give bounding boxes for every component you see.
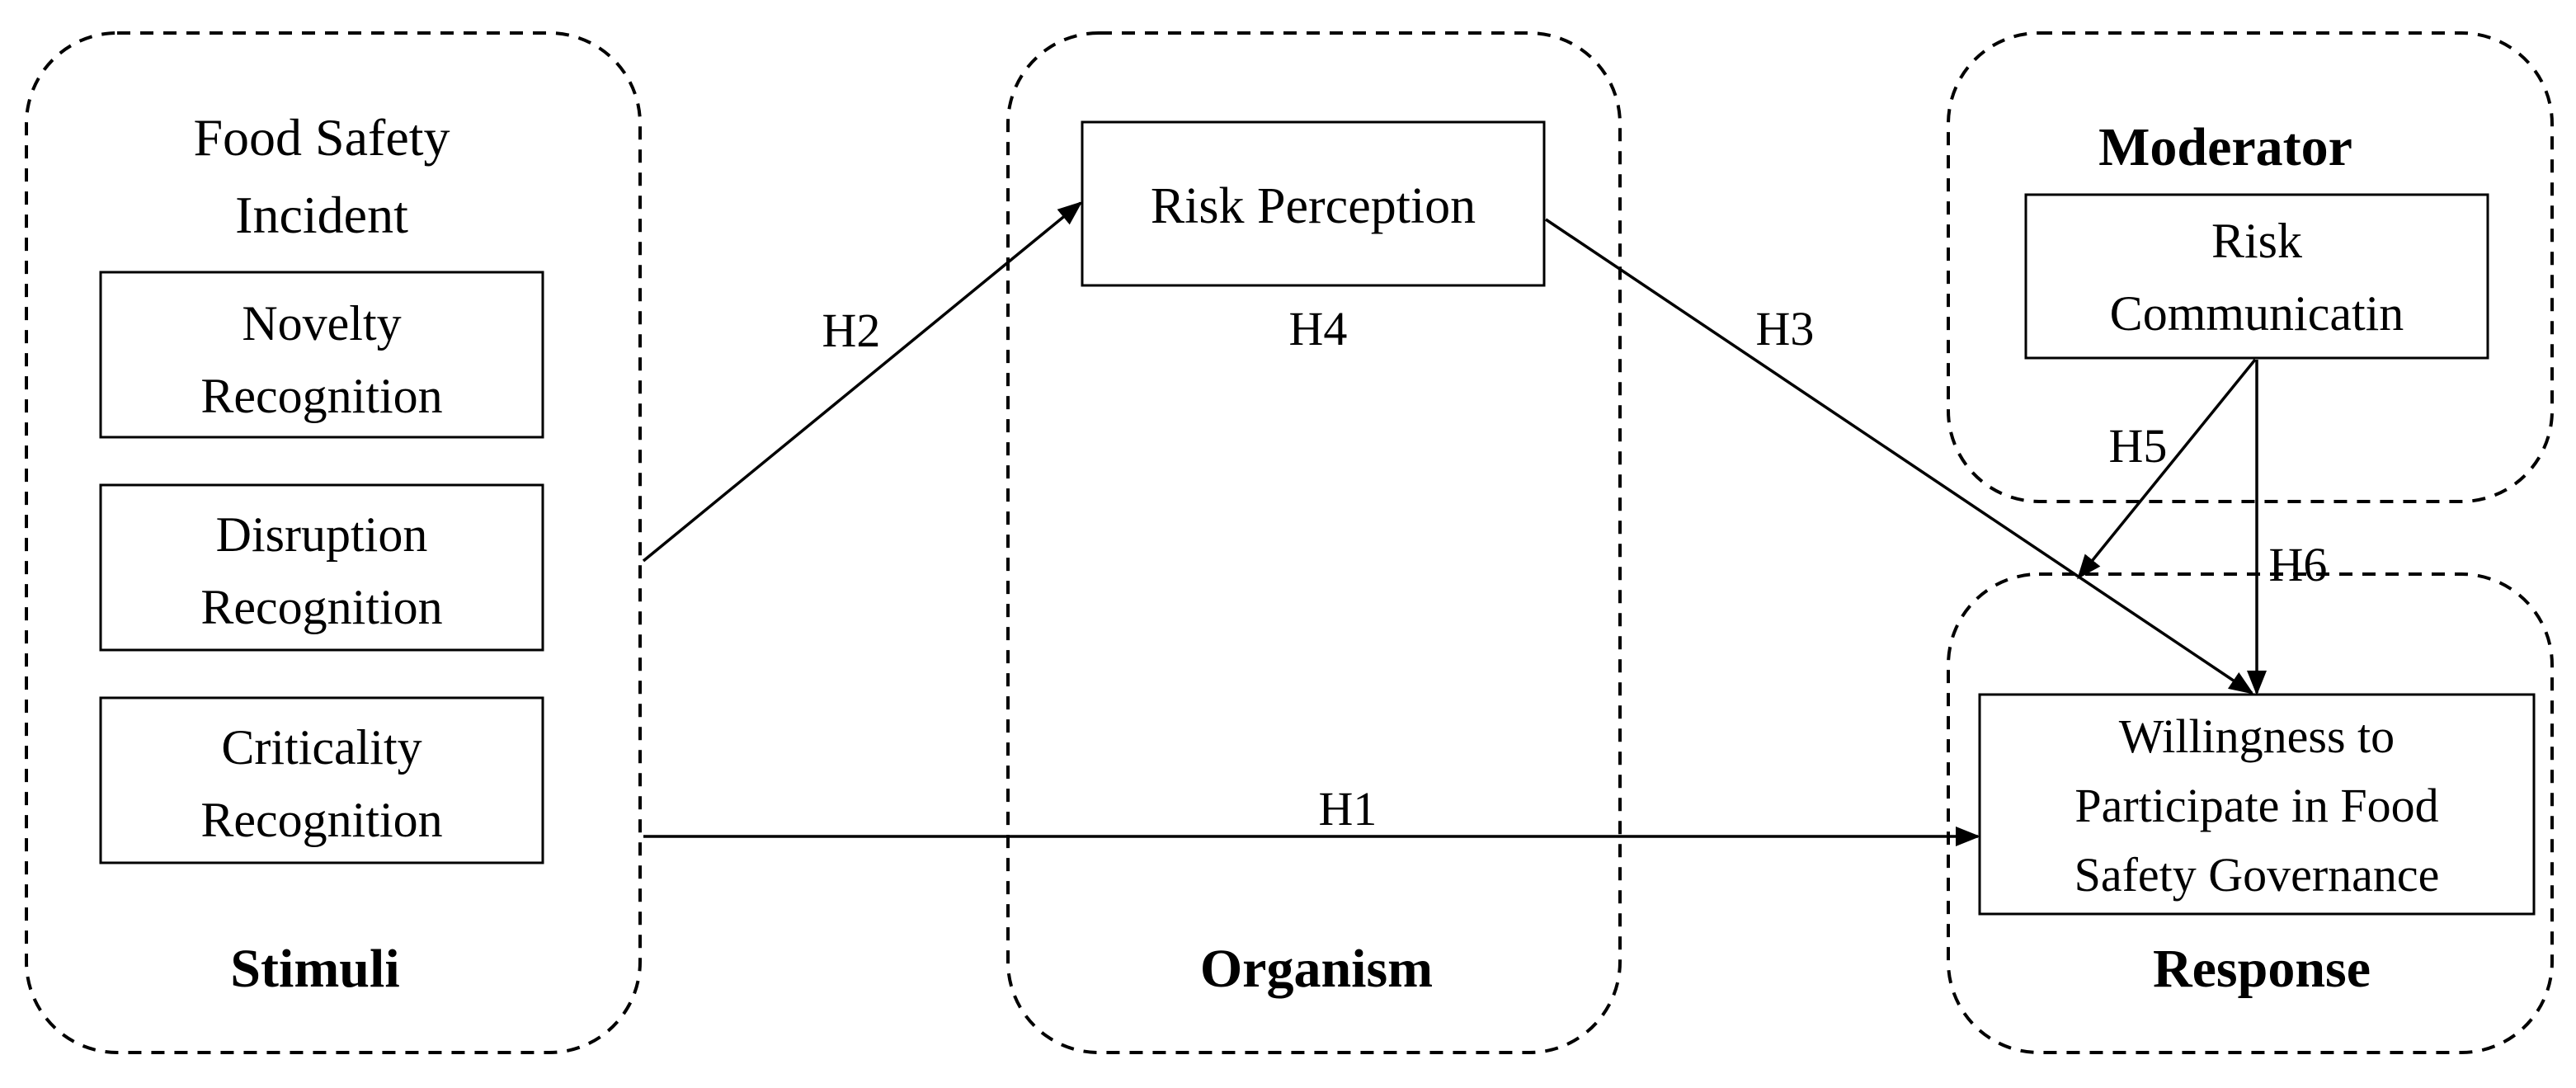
novelty-recognition-line2: Recognition — [200, 369, 442, 423]
willingness-box — [1978, 693, 2536, 916]
stimuli-footer: Stimuli — [230, 939, 399, 999]
criticality-recognition-line1: Criticality — [221, 720, 421, 775]
label-h1: H1 — [1319, 782, 1377, 836]
risk-communication-line1: Risk — [2211, 214, 2302, 268]
risk-communication-line2: Communicatin — [2110, 286, 2404, 341]
willingness-line1: Willingness to — [2119, 709, 2395, 763]
novelty-recognition-line1: Novelty — [242, 296, 401, 351]
label-h2: H2 — [822, 304, 881, 357]
response-footer: Response — [2153, 939, 2371, 999]
label-h5: H5 — [2109, 419, 2168, 473]
disruption-recognition-line2: Recognition — [200, 580, 442, 634]
arrow-h5 — [2077, 358, 2257, 580]
response-group — [1947, 572, 2554, 1054]
moderator-group — [1947, 31, 2554, 503]
novelty-recognition-box — [99, 271, 544, 439]
risk-communication-box — [2024, 193, 2489, 360]
stimuli-heading-line1: Food Safety — [193, 108, 450, 167]
label-h3: H3 — [1756, 302, 1815, 356]
organism-group — [1006, 31, 1622, 1054]
risk-perception-box — [1081, 120, 1546, 287]
moderator-heading: Moderator — [2098, 117, 2352, 177]
label-h6: H6 — [2269, 538, 2328, 591]
label-h4: H4 — [1289, 302, 1348, 356]
arrow-h2 — [642, 201, 1083, 563]
organism-footer: Organism — [1200, 939, 1433, 999]
criticality-recognition-box — [99, 696, 544, 864]
criticality-recognition-line2: Recognition — [200, 793, 442, 847]
disruption-recognition-line1: Disruption — [216, 507, 428, 562]
willingness-line3: Safety Governance — [2074, 848, 2440, 902]
disruption-recognition-box — [99, 483, 544, 652]
arrow-h3 — [1545, 218, 2254, 695]
stimuli-heading-line2: Incident — [235, 186, 408, 244]
risk-perception-label: Risk Perception — [1151, 178, 1476, 234]
stimuli-group — [25, 31, 642, 1054]
willingness-line2: Participate in Food — [2074, 779, 2438, 832]
